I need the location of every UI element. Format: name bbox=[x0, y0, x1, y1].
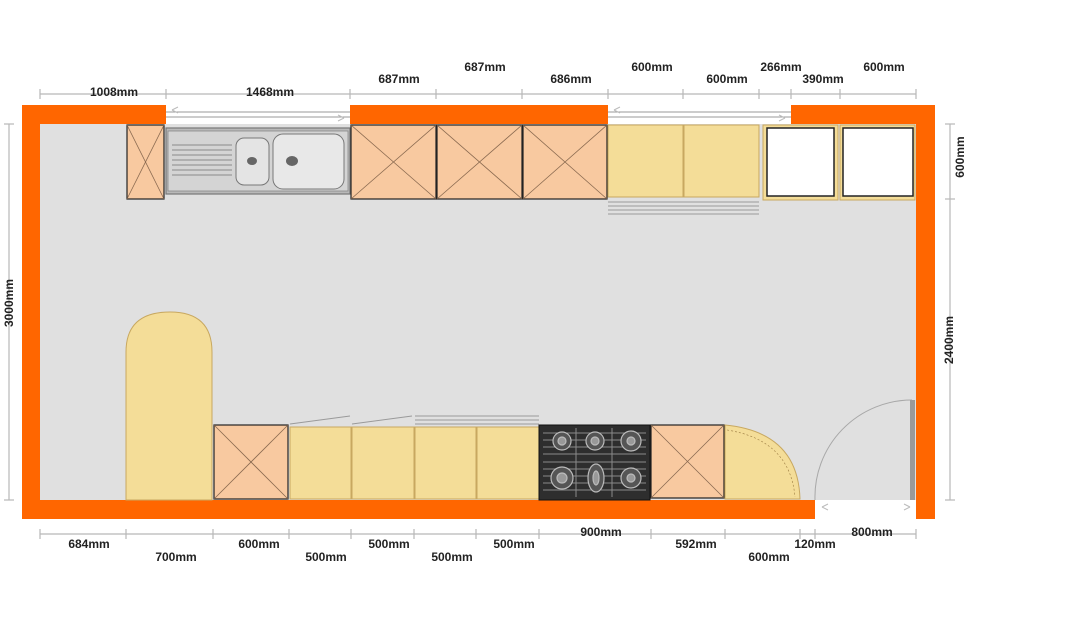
dim-bottom-500-c: 500mm bbox=[431, 550, 472, 564]
wall-cabinet-bottom-4[interactable] bbox=[476, 426, 540, 500]
dim-bottom-800: 800mm bbox=[851, 525, 892, 539]
window-left[interactable] bbox=[166, 105, 350, 124]
sink[interactable] bbox=[165, 127, 351, 195]
corner-cabinet-rounded[interactable] bbox=[724, 424, 801, 500]
burners bbox=[550, 430, 642, 493]
dim-top-600-b: 600mm bbox=[706, 72, 747, 86]
dim-bottom-600-a: 600mm bbox=[238, 537, 279, 551]
dim-top-600-a: 600mm bbox=[631, 60, 672, 74]
dim-top-390: 390mm bbox=[802, 72, 843, 86]
drain-large bbox=[286, 156, 298, 166]
base-cabinet-top-1[interactable] bbox=[350, 124, 437, 200]
dim-right-600: 600mm bbox=[953, 136, 967, 177]
dim-top-266: 266mm bbox=[760, 60, 801, 74]
appliance-freezer[interactable] bbox=[839, 124, 916, 201]
dim-bottom-500-d: 500mm bbox=[493, 537, 534, 551]
door-leaf bbox=[910, 400, 915, 500]
base-cabinet-corner-top[interactable] bbox=[126, 124, 165, 200]
base-cabinet-top-2[interactable] bbox=[436, 124, 523, 200]
tall-cabinet-top-1[interactable] bbox=[607, 124, 684, 198]
dim-top-1468: 1468mm bbox=[246, 85, 294, 99]
dim-bottom-592: 592mm bbox=[675, 537, 716, 551]
wall-cabinet-bottom-2[interactable] bbox=[351, 426, 415, 500]
dim-bottom-700: 700mm bbox=[155, 550, 196, 564]
dim-top-687-b: 687mm bbox=[464, 60, 505, 74]
dim-bottom-500-a: 500mm bbox=[305, 550, 346, 564]
drawer-lines bbox=[608, 201, 759, 215]
base-cabinet-bottom-2[interactable] bbox=[650, 424, 725, 499]
base-cabinet-top-3[interactable] bbox=[522, 124, 608, 200]
dim-bottom-900: 900mm bbox=[580, 525, 621, 539]
base-cabinet-bottom-1[interactable] bbox=[213, 424, 289, 500]
wall-cabinet-bottom-1[interactable] bbox=[289, 426, 352, 500]
door[interactable] bbox=[814, 399, 916, 519]
gas-hob[interactable] bbox=[538, 424, 651, 501]
drain-small bbox=[247, 157, 257, 165]
dim-top-1008: 1008mm bbox=[90, 85, 138, 99]
dim-right-2400: 2400mm bbox=[942, 316, 956, 364]
dim-left-3000: 3000mm bbox=[2, 279, 16, 327]
dim-top-600-c: 600mm bbox=[863, 60, 904, 74]
dim-top-687-a: 687mm bbox=[378, 72, 419, 86]
drainer-grooves bbox=[172, 144, 232, 176]
tall-cabinet-top-2[interactable] bbox=[683, 124, 760, 198]
appliance-fridge[interactable] bbox=[762, 124, 839, 201]
dimension-lines bbox=[4, 89, 955, 539]
dim-bottom-600-b: 600mm bbox=[748, 550, 789, 564]
wall-cabinet-bottom-3[interactable] bbox=[414, 426, 477, 500]
dimension-labels: 1008mm 1468mm 687mm 686mm 600mm 390mm 68… bbox=[2, 60, 967, 564]
peninsula-end-rounded[interactable] bbox=[125, 311, 213, 501]
dim-bottom-684: 684mm bbox=[68, 537, 109, 551]
sink-bowl-large bbox=[272, 133, 345, 190]
dim-top-686: 686mm bbox=[550, 72, 591, 86]
window-right[interactable] bbox=[608, 105, 791, 124]
dim-bottom-500-b: 500mm bbox=[368, 537, 409, 551]
cabinet-door-swing-lines bbox=[289, 415, 539, 425]
dim-bottom-120: 120mm bbox=[794, 537, 835, 551]
